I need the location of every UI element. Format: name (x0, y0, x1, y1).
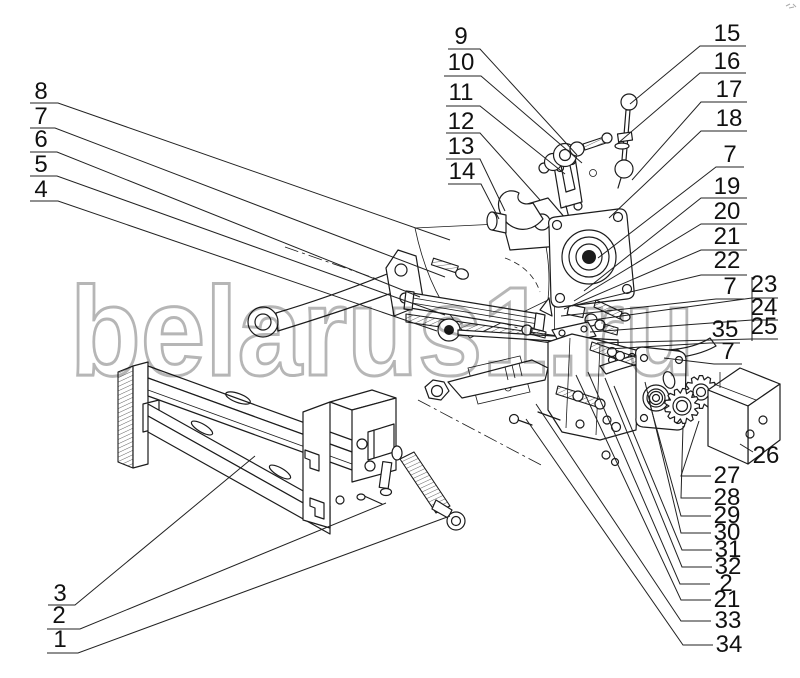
callout-18: 18 (715, 105, 743, 132)
callout-7: 7 (34, 103, 48, 130)
callout-3: 3 (53, 580, 67, 607)
housing-bolts (508, 341, 656, 426)
housing-arm (424, 359, 549, 401)
callout-5: 5 (34, 151, 48, 178)
callout-29: 29 (713, 502, 741, 529)
clamp (356, 423, 395, 505)
callout-22: 22 (713, 247, 741, 274)
callout-35: 35 (711, 316, 739, 343)
bushing (437, 318, 461, 342)
callout-33: 33 (714, 607, 742, 634)
callout-14: 14 (448, 158, 476, 185)
callout-16: 16 (713, 48, 741, 75)
callout-7b: 7 (723, 141, 737, 168)
callout-9: 9 (454, 23, 468, 50)
callout-32: 32 (714, 553, 742, 580)
curved-lever (498, 190, 544, 230)
callout-21: 21 (713, 223, 741, 250)
callout-7c: 7 (723, 273, 737, 300)
callout-28: 28 (713, 484, 741, 511)
callout-4: 4 (34, 176, 48, 203)
scan-artifact (785, 3, 797, 9)
gear-small (664, 387, 701, 425)
callout-26: 26 (752, 442, 780, 469)
callout-21b: 21 (713, 586, 741, 613)
turnbuckle (403, 290, 546, 332)
callout-10: 10 (447, 49, 475, 76)
callout-34: 34 (715, 631, 743, 658)
callout-8: 8 (34, 78, 48, 105)
callout-27: 27 (713, 462, 741, 489)
callout-13: 13 (447, 133, 475, 160)
callout-17: 17 (715, 76, 743, 103)
callout-23: 23 (750, 271, 778, 298)
washer-stack (538, 132, 613, 177)
roller (486, 211, 507, 234)
watermark: belarus1.ru (69, 261, 697, 402)
leader-lines (30, 45, 778, 654)
callout-20: 20 (713, 198, 741, 225)
lever-shaft-rod (614, 93, 638, 189)
callout-1: 1 (53, 626, 67, 653)
mounting-block (707, 367, 781, 465)
callout-11: 11 (448, 79, 474, 106)
callout-19: 19 (713, 173, 741, 200)
bearing-plate (539, 208, 635, 322)
callout-12: 12 (447, 108, 475, 135)
callout-7d: 7 (721, 338, 735, 365)
callout-30: 30 (713, 519, 741, 546)
callout-2: 2 (52, 602, 66, 629)
turnbuckle-lower (391, 445, 466, 531)
callout-15: 15 (713, 20, 741, 47)
callout-24: 24 (750, 294, 778, 321)
callout-2b: 2 (719, 570, 733, 597)
adjuster-bolt (430, 257, 469, 280)
frame-rails (117, 361, 397, 535)
callout-6: 6 (34, 126, 48, 153)
callout-25: 25 (750, 313, 778, 340)
callout-31: 31 (714, 536, 742, 563)
